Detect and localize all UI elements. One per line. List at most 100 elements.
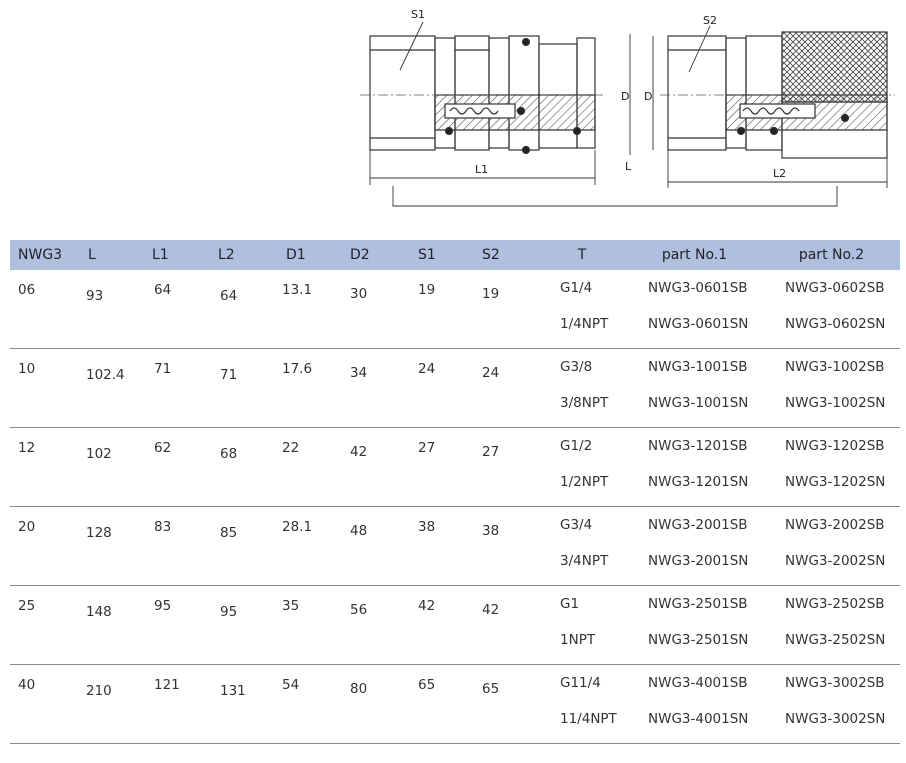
col-header-s1: S1 [406, 240, 472, 270]
cell-s2: 65 [472, 664, 538, 744]
cell-thread-group: G11/4 11/4NPT [538, 664, 626, 744]
label-s2: S2 [703, 14, 717, 27]
cell-thread: G1/4 [560, 280, 593, 296]
dimension-lines [369, 21, 888, 207]
socket-part [667, 31, 888, 159]
cell-thread: G3/8 [560, 359, 593, 375]
cell-l1: 71 [142, 348, 208, 428]
cell-part-no-1: NWG3-4001SB [648, 675, 748, 691]
cell-l: 102.4 [76, 348, 142, 428]
cell-part-no-1: NWG3-1201SB [648, 438, 748, 454]
cell-part-no-1: NWG3-0601SB [648, 280, 748, 296]
cell-part-no-1: NWG3-1001SN [648, 395, 749, 411]
col-header-t: T [538, 240, 626, 270]
cell-l: 93 [76, 270, 142, 349]
cell-l1: 83 [142, 506, 208, 586]
col-header-l2: L2 [208, 240, 274, 270]
cell-d2: 80 [340, 664, 406, 744]
col-header-l: L [76, 240, 142, 270]
cell-s2: 19 [472, 270, 538, 349]
cell-part-no-2: NWG3-2502SN [785, 632, 886, 648]
label-d2: D [644, 90, 652, 103]
cell-thread: 11/4NPT [560, 711, 617, 727]
cell-thread-group: G1/4 1/4NPT [538, 270, 626, 349]
plug-part [369, 35, 596, 155]
cell-part-no-2-group: NWG3-1202SB NWG3-1202SN [763, 427, 900, 507]
cell-l2: 71 [208, 348, 274, 428]
cell-part-no-2-group: NWG3-2002SB NWG3-2002SN [763, 506, 900, 586]
cell-thread: 3/8NPT [560, 395, 609, 411]
col-header-d1: D1 [274, 240, 340, 270]
cell-nwg3: 10 [10, 348, 76, 428]
cell-part-no-2-group: NWG3-3002SB NWG3-3002SN [763, 664, 900, 744]
cell-part-no-2: NWG3-2502SB [785, 596, 885, 612]
cell-nwg3: 25 [10, 585, 76, 665]
cell-part-no-2: NWG3-1202SB [785, 438, 885, 454]
cell-l2: 131 [208, 664, 274, 744]
col-header-l1: L1 [142, 240, 208, 270]
cell-thread: G1 [560, 596, 580, 612]
cell-thread: G1/2 [560, 438, 593, 454]
cell-s2: 42 [472, 585, 538, 665]
cell-thread-group: G1 1NPT [538, 585, 626, 665]
cell-part-no-2: NWG3-3002SB [785, 675, 885, 691]
cell-thread: 3/4NPT [560, 553, 609, 569]
cell-part-no-1: NWG3-2501SN [648, 632, 749, 648]
cell-part-no-2: NWG3-0602SN [785, 316, 886, 332]
cell-part-no-2: NWG3-3002SN [785, 711, 886, 727]
cell-part-no-1: NWG3-2001SN [648, 553, 749, 569]
cell-part-no-2: NWG3-1202SN [785, 474, 886, 490]
cell-thread: G11/4 [560, 675, 601, 691]
cell-s1: 65 [406, 664, 472, 744]
cell-thread: 1NPT [560, 632, 596, 648]
cell-thread-group: G3/4 3/4NPT [538, 506, 626, 586]
cell-part-no-1: NWG3-2501SB [648, 596, 748, 612]
col-header-part-no-1: part No.1 [626, 240, 763, 270]
cell-nwg3: 40 [10, 664, 76, 744]
cell-part-no-2-group: NWG3-2502SB NWG3-2502SN [763, 585, 900, 665]
cell-part-no-1-group: NWG3-2001SB NWG3-2001SN [626, 506, 763, 586]
cell-part-no-2: NWG3-1002SN [785, 395, 886, 411]
cell-part-no-1: NWG3-0601SN [648, 316, 749, 332]
cell-l2: 64 [208, 270, 274, 349]
cell-d2: 34 [340, 348, 406, 428]
cell-s2: 24 [472, 348, 538, 428]
cell-part-no-1: NWG3-2001SB [648, 517, 748, 533]
dimension-labels: S1 S2 D D L L1 L2 [411, 8, 786, 180]
col-header-part-no-2: part No.2 [763, 240, 900, 270]
cell-s1: 27 [406, 427, 472, 507]
cell-l1: 121 [142, 664, 208, 744]
cell-nwg3: 06 [10, 270, 76, 349]
cell-thread: G3/4 [560, 517, 593, 533]
cell-part-no-1: NWG3-1001SB [648, 359, 748, 375]
cell-s1: 24 [406, 348, 472, 428]
cell-d1: 35 [274, 585, 340, 665]
cell-nwg3: 20 [10, 506, 76, 586]
label-l1: L1 [475, 163, 488, 176]
cell-part-no-1-group: NWG3-0601SB NWG3-0601SN [626, 270, 763, 349]
cell-d2: 30 [340, 270, 406, 349]
cell-s2: 38 [472, 506, 538, 586]
cell-l: 148 [76, 585, 142, 665]
label-d1: D [621, 90, 629, 103]
cell-d1: 17.6 [274, 348, 340, 428]
cell-d1: 28.1 [274, 506, 340, 586]
cell-l: 102 [76, 427, 142, 507]
cell-l1: 64 [142, 270, 208, 349]
cell-s1: 38 [406, 506, 472, 586]
cell-nwg3: 12 [10, 427, 76, 507]
cell-part-no-2: NWG3-2002SN [785, 553, 886, 569]
cell-thread: 1/4NPT [560, 316, 609, 332]
cell-part-no-2: NWG3-2002SB [785, 517, 885, 533]
cell-d1: 22 [274, 427, 340, 507]
cell-s1: 42 [406, 585, 472, 665]
